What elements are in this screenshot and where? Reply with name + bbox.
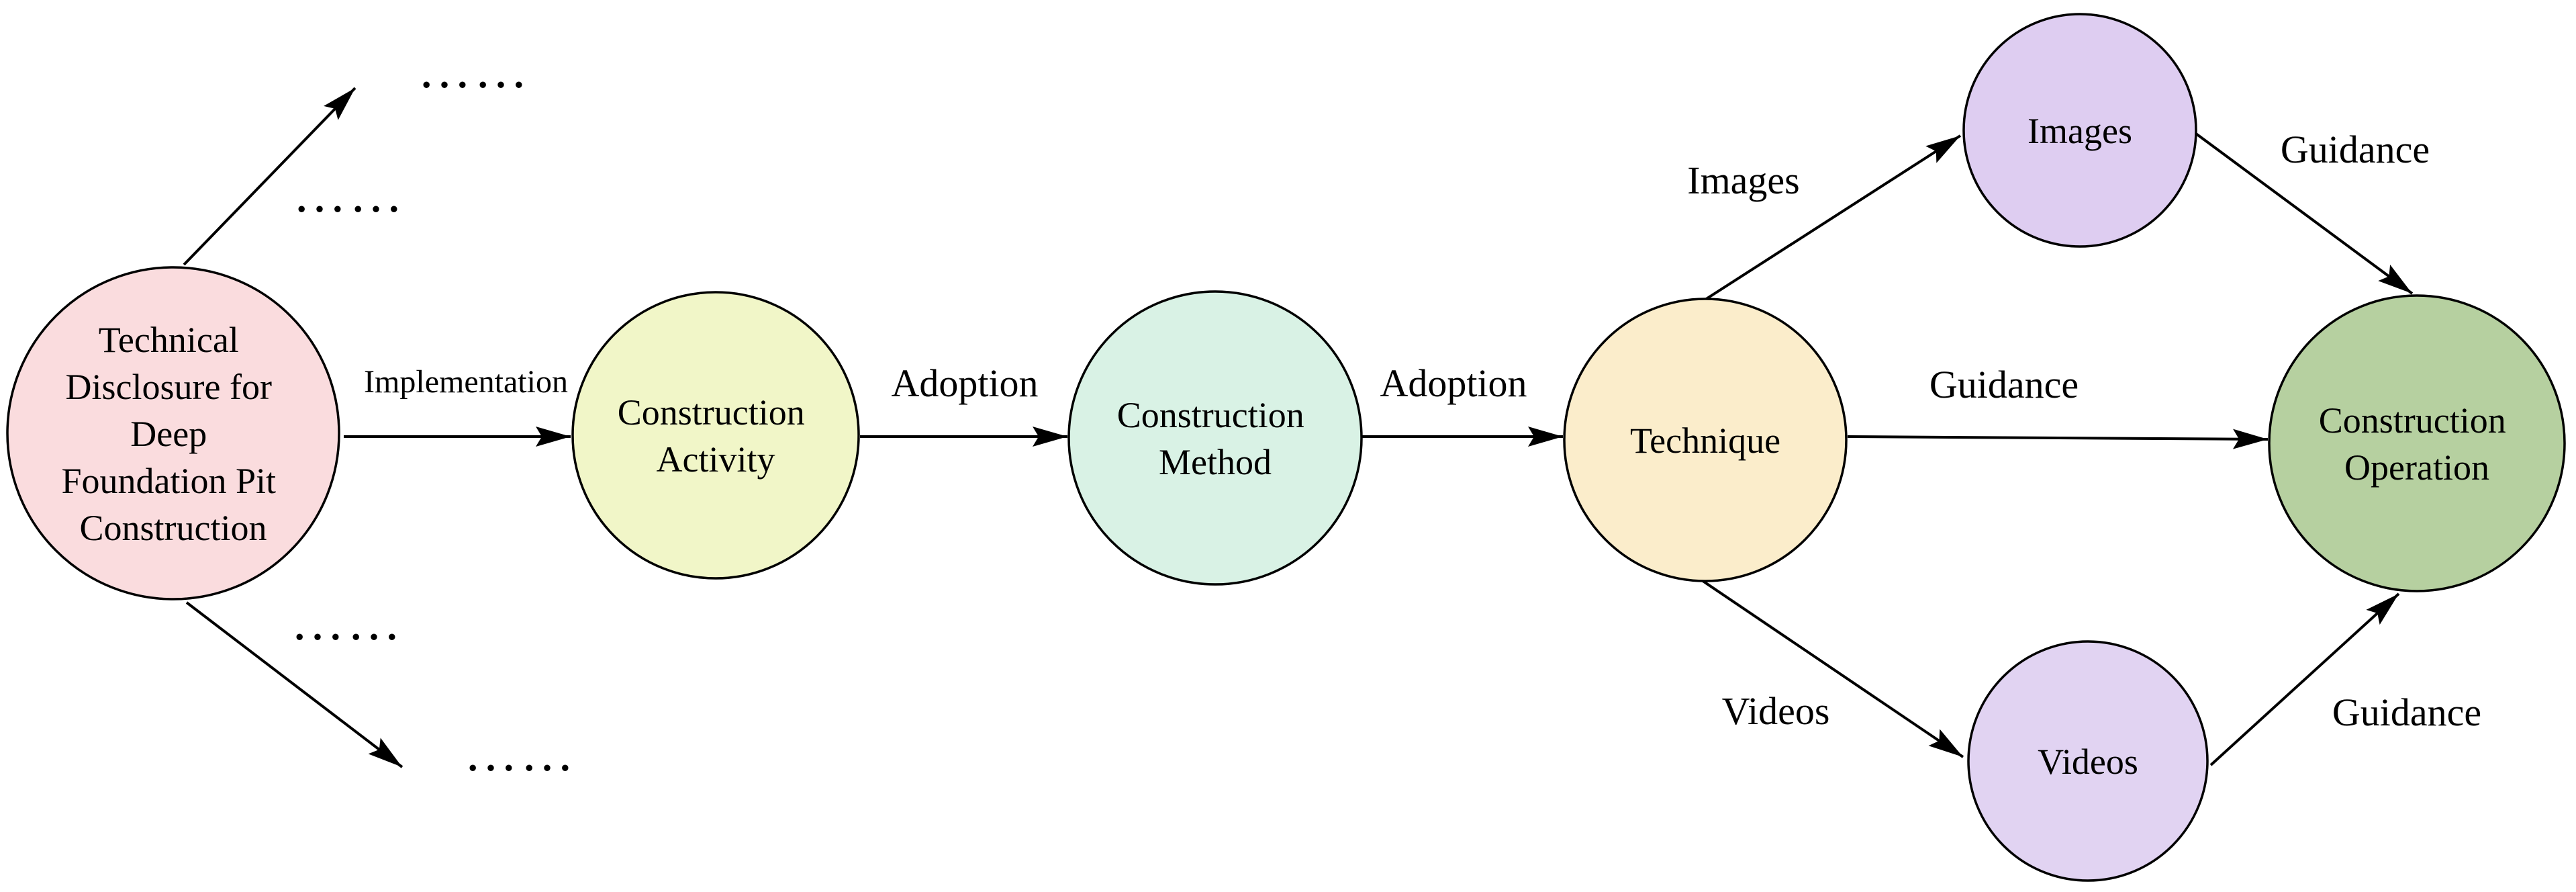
- node-videos-circle: [1967, 640, 2209, 882]
- node-construction-method-circle: [1067, 290, 1363, 586]
- ellipsis-bottom-far: ……: [464, 723, 577, 783]
- edge-disclosure-to-others-top: [183, 87, 356, 266]
- node-videos: Videos: [1967, 640, 2209, 882]
- edge-labels-layer: Implementation Adoption Adoption Images …: [364, 128, 2481, 734]
- node-images: Images: [1962, 13, 2197, 248]
- node-technical-disclosure-circle: [6, 266, 340, 600]
- ellipsis-bottom-near: ……: [291, 592, 403, 652]
- node-technical-disclosure: Technical Disclosure for Deep Foundation…: [6, 266, 340, 600]
- node-construction-operation: Construction Operation: [2268, 294, 2566, 592]
- edge-label-videos: Videos: [1722, 689, 1830, 733]
- node-construction-method: Construction Method: [1067, 290, 1363, 586]
- edge-label-guidance-top: Guidance: [2281, 128, 2430, 171]
- edge-disclosure-to-others-bottom: [185, 601, 403, 768]
- edge-technique-to-images: [1704, 134, 1962, 301]
- node-technique-circle: [1563, 298, 1848, 582]
- node-technique-label: Technique: [1630, 420, 1780, 461]
- edge-technique-to-videos: [1699, 578, 1964, 758]
- node-images-label: Images: [2028, 111, 2132, 151]
- node-construction-activity-label: Construction Activity: [618, 392, 814, 480]
- edge-label-implementation: Implementation: [364, 364, 568, 400]
- edge-label-images: Images: [1687, 159, 1800, 202]
- node-images-circle: [1962, 13, 2197, 248]
- node-construction-operation-circle: [2268, 294, 2566, 592]
- edge-label-adoption-1: Adoption: [891, 361, 1038, 405]
- edge-images-to-operation: [2195, 132, 2414, 295]
- edge-label-adoption-2: Adoption: [1380, 361, 1527, 405]
- node-construction-operation-label: Construction Operation: [2319, 400, 2516, 488]
- edge-label-guidance-bottom: Guidance: [2332, 690, 2481, 734]
- edge-technique-to-operation: [1847, 429, 2269, 449]
- edge-label-guidance-mid: Guidance: [1929, 363, 2079, 406]
- ellipsis-top-far: ……: [418, 40, 530, 99]
- node-construction-activity: Construction Activity: [571, 291, 860, 580]
- edge-videos-to-operation: [2209, 592, 2400, 766]
- node-construction-activity-circle: [571, 291, 860, 580]
- node-construction-method-label: Construction Method: [1117, 395, 1314, 482]
- ellipsis-layer: …… …… …… ……: [291, 40, 577, 783]
- node-technical-disclosure-label: Technical Disclosure for Deep Foundation…: [61, 320, 285, 548]
- node-videos-label: Videos: [2038, 742, 2138, 782]
- ellipsis-top-near: ……: [293, 165, 406, 224]
- edges-layer: [183, 87, 2414, 768]
- node-technique: Technique: [1563, 298, 1848, 582]
